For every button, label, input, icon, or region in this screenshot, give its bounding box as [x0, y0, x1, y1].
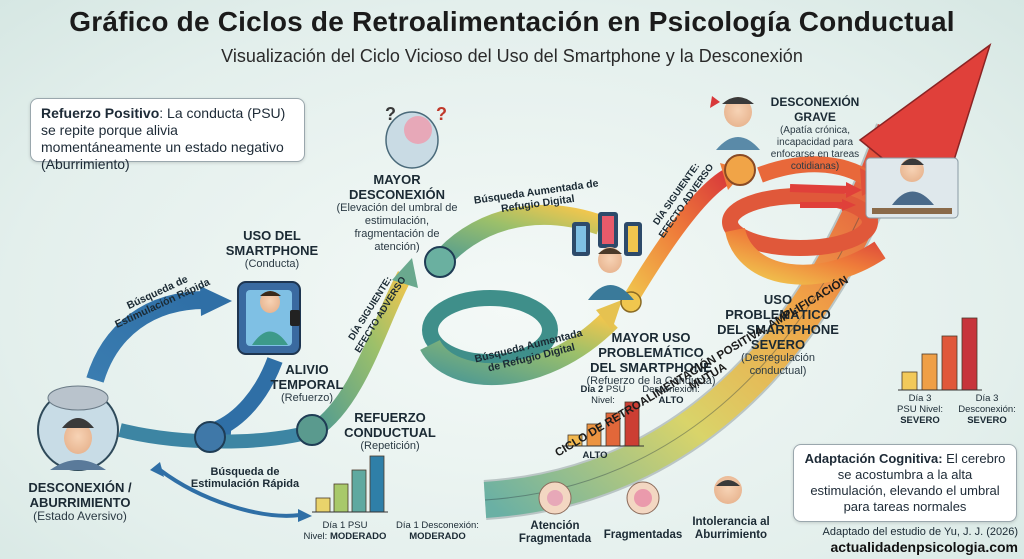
node-boredom-title: DESCONEXIÓN / ABURRIMIENTO — [28, 480, 132, 510]
positive-reinforcement-text: : La conducta (PSU) se repite porque ali… — [41, 105, 286, 172]
chart3-bar-3 — [941, 335, 958, 391]
effect-attention: Atención Fragmentada — [518, 520, 592, 545]
chart2-disc-a: Desconexión: — [642, 384, 700, 395]
cognitive-adaptation-box: Adaptación Cognitiva: El cerebro se acos… — [793, 444, 1017, 522]
source-credit: Adaptado del estudio de Yu, J. J. (2026) — [822, 526, 1019, 538]
cognitive-adaptation-text: El cerebro se acostumbra a la alta estim… — [810, 451, 1006, 514]
chart3-bar-1 — [901, 371, 918, 391]
cognitive-adaptation-bold: Adaptación Cognitiva: — [804, 451, 943, 466]
chart2-psu-a: Día 2 — [580, 384, 604, 395]
chart1-psu-label: Día 1 PSU Nivel: MODERADO — [300, 520, 390, 542]
multi-phone-user-illustration — [572, 212, 642, 300]
node-more-disconnection-title: MAYOR DESCONEXIÓN — [348, 172, 446, 202]
node-use-title: USO DEL SMARTPHONE — [225, 228, 319, 258]
chart2-psu-b: Nivel: — [591, 395, 615, 406]
node-relief-title: ALIVIO TEMPORAL — [270, 362, 344, 392]
node-severe-disconnection-title: DESCONEXIÓN GRAVE — [770, 95, 860, 124]
cycle-3 — [722, 156, 886, 285]
chart2-psu-a2: PSU — [603, 384, 626, 395]
chart1-bar-1 — [315, 497, 331, 513]
node-severe-disconnection: DESCONEXIÓN GRAVE (Apatía crónica, incap… — [760, 95, 870, 173]
node-boredom: DESCONEXIÓN / ABURRIMIENTO (Estado Avers… — [0, 480, 160, 523]
node-reinforce: REFUERZO CONDUCTUAL (Repetición) — [335, 410, 445, 453]
chart1-disc-label: Día 1 Desconexión: MODERADO — [390, 520, 485, 542]
positive-reinforcement-box: Refuerzo Positivo: La conducta (PSU) se … — [30, 98, 305, 172]
node-more-use-sub: (Refuerzo de la Conducta) — [586, 375, 716, 387]
stressed-person-illustration — [710, 96, 760, 150]
positive-reinforcement-bold: Refuerzo Positivo — [41, 105, 160, 121]
node-more-use: MAYOR USO PROBLEMÁTICO DEL SMARTPHONE (R… — [586, 330, 716, 388]
chart3-psu-level: SEVERO — [900, 415, 940, 426]
node-more-use-title: MAYOR USO PROBLEMÁTICO DEL SMARTPHONE — [590, 330, 712, 375]
chart3-disc-a: Día 3 — [975, 393, 999, 404]
effect-fragmented: Fragmentadas — [603, 529, 683, 541]
chart2-disc-label: Desconexión: ALTO — [636, 384, 706, 406]
node-use: USO DEL SMARTPHONE (Conducta) — [222, 228, 322, 271]
website-link[interactable]: actualidadenpsicologia.com — [830, 539, 1019, 555]
phone-user-illustration — [237, 281, 301, 355]
chart1-psu-level: MODERADO — [329, 531, 387, 542]
chart3-bar-4 — [961, 317, 978, 391]
node-more-disconnection: MAYOR DESCONEXIÓN (Elevación del umbral … — [332, 172, 462, 254]
cycle-2 — [420, 163, 745, 386]
effect-intolerance: Intolerancia al Aburrimiento — [692, 516, 770, 541]
chart3-psu-a: Día 3 — [908, 393, 932, 404]
svg-text:?: ? — [385, 104, 396, 124]
chart3-disc-level: SEVERO — [967, 415, 1007, 426]
chart1-bar-2 — [333, 483, 349, 513]
label-quick-search-bottom: Búsqueda de Estimulación Rápida — [190, 466, 300, 490]
chart1-bar-4 — [369, 455, 385, 513]
chart1-disc-a: Día 1 Desconexión: — [396, 520, 479, 531]
page-subtitle: Visualización del Ciclo Vicioso del Uso … — [221, 46, 803, 66]
node-circles — [194, 154, 756, 453]
node-reinforce-title: REFUERZO CONDUCTUAL — [344, 410, 436, 440]
chart1-psu-a: Día 1 PSU — [322, 520, 368, 531]
chart3-disc-b: Desconexión: — [958, 404, 1016, 415]
chart1-disc-level: MODERADO — [409, 531, 466, 542]
node-severe-use-title: USO PROBLEMÁTICO DEL SMARTPHONE SEVERO — [717, 292, 839, 352]
confused-head-illustration: ? ? — [385, 104, 447, 169]
chart3-disc-label: Día 3 Desconexión: SEVERO — [952, 393, 1022, 426]
node-more-disconnection-sub: (Elevación del umbral de estimulación, f… — [336, 202, 458, 253]
node-severe-use: USO PROBLEMÁTICO DEL SMARTPHONE SEVERO (… — [712, 292, 844, 378]
bored-person-illustration — [37, 385, 119, 471]
node-boredom-sub: (Estado Aversivo) — [33, 509, 127, 523]
node-severe-use-sub: (Desregulación conductual) — [741, 352, 815, 377]
node-relief: ALIVIO TEMPORAL (Refuerzo) — [262, 362, 352, 405]
effect-icons — [538, 476, 742, 515]
chart2-disc-level: ALTO — [658, 395, 684, 406]
bar-charts — [312, 317, 982, 513]
svg-text:?: ? — [436, 104, 447, 124]
page-title: Gráfico de Ciclos de Retroalimentación e… — [69, 6, 955, 37]
chart2-psu-level: ALTO — [582, 450, 608, 461]
node-relief-sub: (Refuerzo) — [281, 392, 333, 404]
chart2-psu-level-box: ALTO — [570, 450, 620, 461]
chart3-psu-b: PSU Nivel: — [897, 404, 943, 415]
chart2-psu-label: Día 2 PSU Nivel: — [578, 384, 628, 406]
chart3-bar-2 — [921, 353, 938, 391]
node-severe-disconnection-sub: (Apatía crónica, incapacidad para enfoca… — [770, 125, 860, 172]
node-use-sub: (Conducta) — [244, 258, 300, 270]
chart1-psu-b: Nivel: — [303, 531, 330, 542]
person-at-desk-illustration — [865, 157, 959, 219]
chart1-bar-3 — [351, 469, 367, 513]
node-reinforce-sub: (Repetición) — [360, 440, 420, 452]
chart3-psu-label: Día 3 PSU Nivel: SEVERO — [890, 393, 950, 426]
